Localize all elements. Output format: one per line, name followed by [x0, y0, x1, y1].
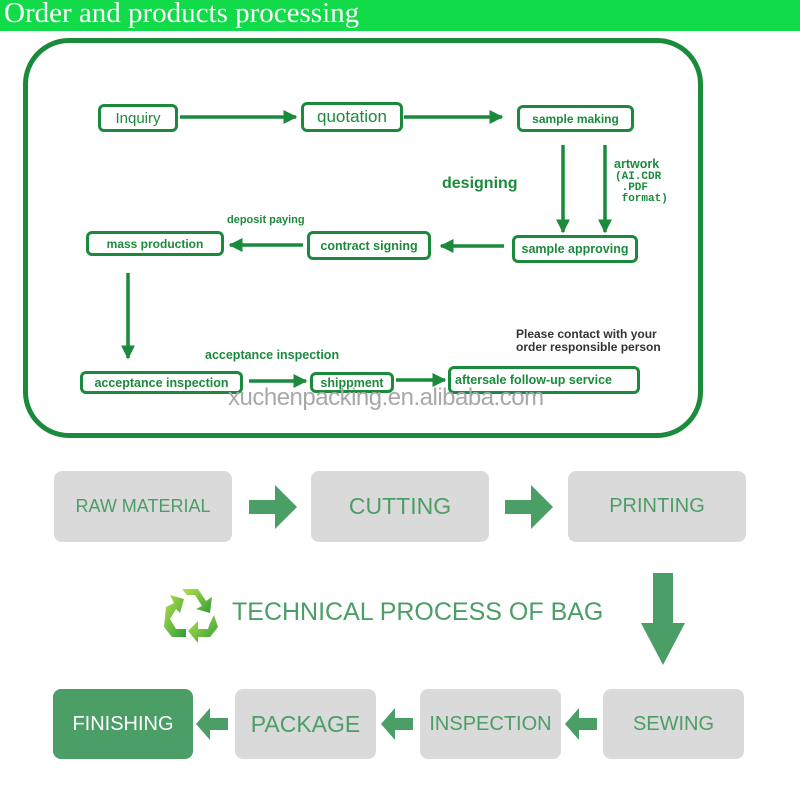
- node-shippment: shippment: [310, 372, 394, 393]
- contact-note-line2: order responsible person: [516, 340, 661, 354]
- title-bar: Order and products processing: [0, 0, 800, 31]
- arrow-inspection-package: [381, 708, 413, 740]
- recycle-icon: [164, 589, 218, 643]
- contact-note-line1: Please contact with your: [516, 327, 657, 341]
- step-sewing: SEWING: [603, 689, 744, 759]
- arrow-printing-sewing: [641, 573, 685, 665]
- node-sample-making: sample making: [517, 105, 634, 132]
- step-package: PACKAGE: [235, 689, 376, 759]
- step-inspection: INSPECTION: [420, 689, 561, 759]
- node-sample-approving: sample approving: [512, 235, 638, 263]
- node-mass-production: mass production: [86, 231, 224, 256]
- label-deposit-paying: deposit paying: [227, 214, 305, 226]
- technical-process-title: TECHNICAL PROCESS OF BAG: [232, 598, 604, 626]
- step-raw-material: RAW MATERIAL: [54, 471, 232, 542]
- arrow-raw-cutting: [249, 485, 297, 529]
- label-acceptance-inspection: acceptance inspection: [205, 348, 340, 362]
- watermark: xuchenpacking.en.alibaba.com: [228, 384, 544, 411]
- node-quotation: quotation: [301, 102, 403, 132]
- arrow-cutting-printing: [505, 485, 553, 529]
- arrow-package-finishing: [196, 708, 228, 740]
- node-aftersale: aftersale follow-up service: [448, 366, 640, 394]
- step-finishing: FINISHING: [53, 689, 193, 759]
- node-inquiry: Inquiry: [98, 104, 178, 132]
- step-cutting: CUTTING: [311, 471, 489, 542]
- label-designing: designing: [442, 175, 518, 192]
- label-artwork-formats: (AI.CDR .PDF format): [615, 171, 668, 205]
- node-contract-signing: contract signing: [307, 231, 431, 260]
- node-acceptance-inspection: acceptance inspection: [80, 371, 243, 394]
- arrow-sewing-inspection: [565, 708, 597, 740]
- step-printing: PRINTING: [568, 471, 746, 542]
- page-title: Order and products processing: [4, 0, 360, 29]
- label-artwork: artwork: [614, 157, 660, 171]
